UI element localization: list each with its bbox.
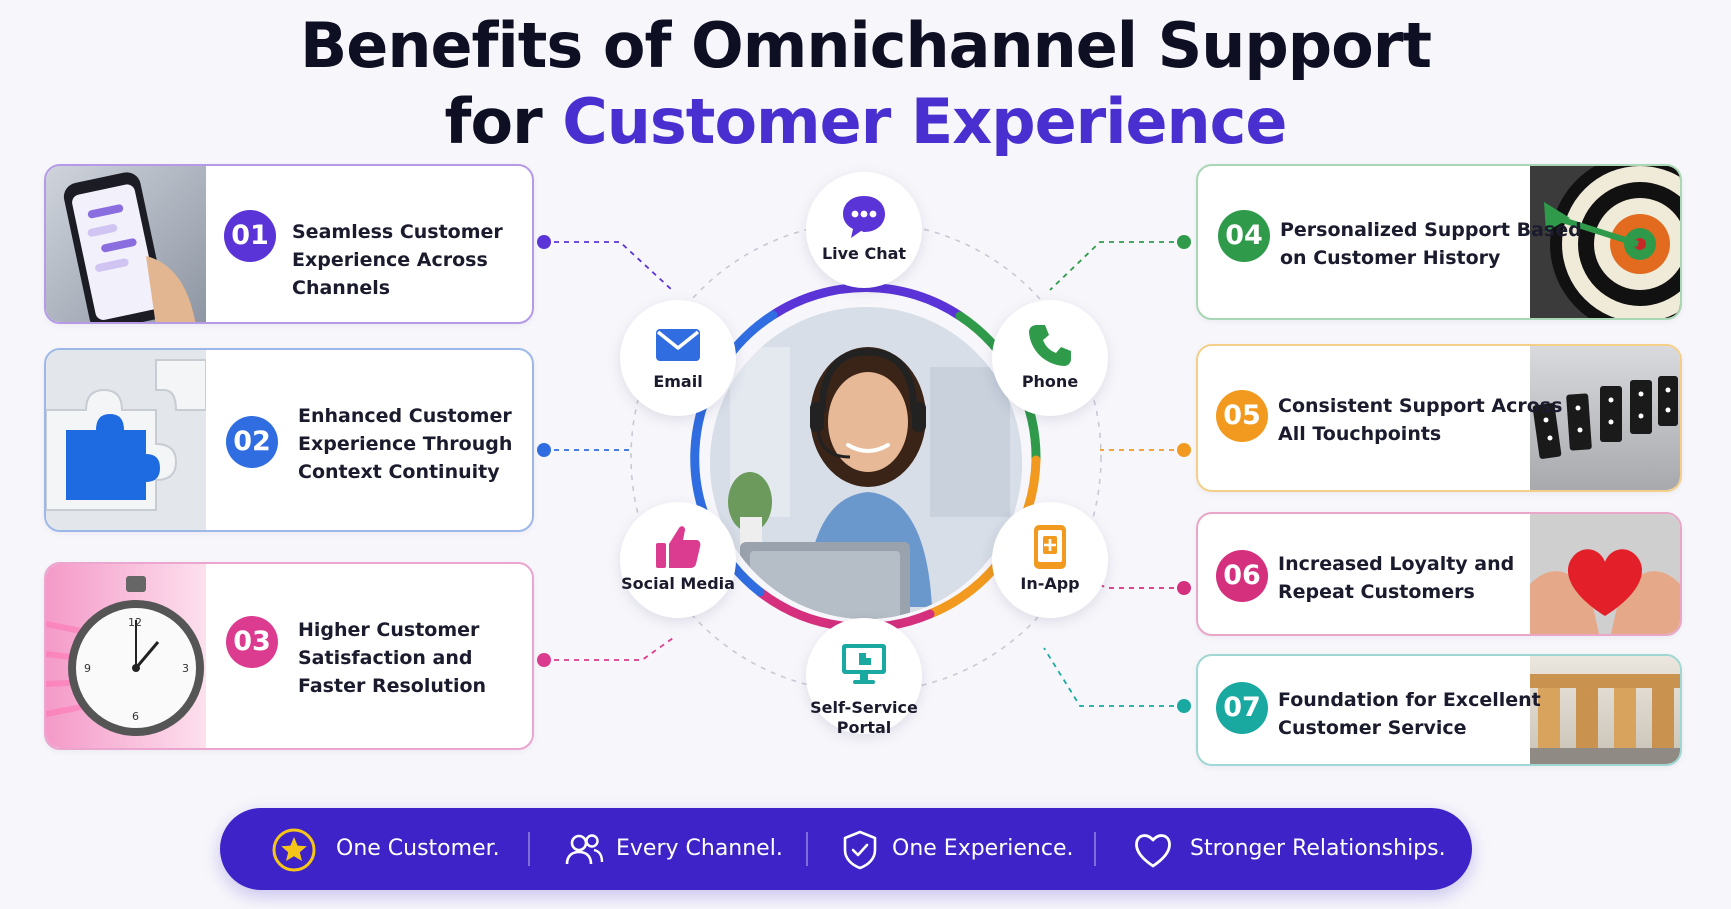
channel-self-service-portal: Self-Service Portal xyxy=(806,618,922,737)
benefit-text: Higher Customer Satisfaction and Faster … xyxy=(298,619,487,697)
mobile-app-icon xyxy=(1034,525,1066,569)
channel-label: In-App xyxy=(1020,574,1080,593)
benefit-card-04: 04 Personalized Support Based on Custome… xyxy=(1196,164,1682,320)
benefit-number-badge: 01 xyxy=(224,210,276,262)
puzzle-piece-photo xyxy=(46,350,206,530)
benefit-card-07: 07 Foundation for Excellent Customer Ser… xyxy=(1196,654,1682,766)
title-line-2: for Customer Experience xyxy=(0,84,1731,160)
benefit-card-05: 05 Consistent Support Across All Touchpo… xyxy=(1196,344,1682,492)
shield-check-icon xyxy=(843,830,877,870)
benefit-card-02: 02 Enhanced Customer Experience Through … xyxy=(44,348,534,532)
channel-label: Social Media xyxy=(621,574,735,593)
tagline-banner: One Customer. Every Channel. One Experie… xyxy=(220,808,1472,890)
benefit-text: Enhanced Customer Experience Through Con… xyxy=(298,405,513,483)
title-line-2-accent: Customer Experience xyxy=(562,85,1287,158)
banner-text: Every Channel. xyxy=(616,836,783,861)
monitor-icon xyxy=(842,644,886,684)
channel-social-media: Social Media xyxy=(620,502,736,618)
channel-label: Live Chat xyxy=(821,244,907,263)
benefit-text: Personalized Support Based on Customer H… xyxy=(1280,219,1582,269)
benefit-text: Seamless Customer Experience Across Chan… xyxy=(292,221,503,299)
connector-dot-01 xyxy=(537,235,551,249)
connector-07 xyxy=(1043,647,1184,707)
banner-item-one-experience: One Experience. xyxy=(840,808,1100,890)
connector-dot-02 xyxy=(537,443,551,457)
heart-icon xyxy=(1135,834,1171,868)
star-icon xyxy=(272,828,316,872)
banner-divider xyxy=(806,832,808,866)
page-title: Benefits of Omnichannel Support for Cust… xyxy=(0,8,1731,160)
dominoes-photo xyxy=(1530,346,1680,490)
benefit-text: Increased Loyalty and Repeat Customers xyxy=(1278,553,1515,603)
connector-01 xyxy=(544,241,673,291)
svg-text:9: 9 xyxy=(84,662,91,675)
svg-text:6: 6 xyxy=(132,710,139,723)
title-line-1: Benefits of Omnichannel Support xyxy=(300,9,1432,82)
heart-in-hands-photo xyxy=(1530,514,1680,634)
channel-label: Email xyxy=(653,372,703,391)
connector-dot-05 xyxy=(1177,443,1191,457)
smartphone-chat-photo xyxy=(46,166,206,322)
benefit-number-badge: 04 xyxy=(1218,210,1270,262)
banner-item-one-customer: One Customer. xyxy=(272,808,502,890)
dartboard-photo xyxy=(1530,166,1680,318)
stopwatch-photo: 12 3 6 9 xyxy=(46,564,206,748)
thumbs-up-icon xyxy=(656,526,701,568)
title-line-2-prefix: for xyxy=(444,85,563,158)
channel-label: Self-Service Portal xyxy=(810,698,918,737)
benefit-card-03: 12 3 6 9 03 Higher Customer Satisfaction… xyxy=(44,562,534,750)
connector-03 xyxy=(544,635,677,661)
connector-dot-06 xyxy=(1177,581,1191,595)
channel-label: Phone xyxy=(1021,372,1079,391)
benefit-text: Consistent Support Across All Touchpoint… xyxy=(1278,395,1563,445)
support-agent-headset-photo xyxy=(710,307,1022,619)
svg-text:3: 3 xyxy=(182,662,189,675)
channel-email: Email xyxy=(620,300,736,416)
benefit-card-01: 01 Seamless Customer Experience Across C… xyxy=(44,164,534,324)
benefit-card-06: 06 Increased Loyalty and Repeat Customer… xyxy=(1196,512,1682,636)
banner-text: One Customer. xyxy=(336,836,500,861)
benefit-number-badge: 05 xyxy=(1216,390,1268,442)
banner-divider xyxy=(1094,832,1096,866)
banner-divider xyxy=(528,832,530,866)
benefit-number-badge: 03 xyxy=(226,616,278,668)
banner-text: One Experience. xyxy=(892,836,1074,861)
benefit-number-badge: 06 xyxy=(1216,550,1268,602)
users-icon xyxy=(565,834,604,865)
banner-text: Stronger Relationships. xyxy=(1190,836,1446,861)
channel-phone: Phone xyxy=(992,300,1108,416)
banner-item-every-channel: Every Channel. xyxy=(564,808,804,890)
chat-bubble-icon xyxy=(843,196,885,238)
wooden-blocks-photo xyxy=(1530,656,1680,764)
channel-in-app: In-App xyxy=(992,502,1108,618)
connector-dot-03 xyxy=(537,653,551,667)
benefit-number-badge: 02 xyxy=(226,416,278,468)
envelope-icon xyxy=(656,329,700,361)
benefit-number-badge: 07 xyxy=(1216,682,1268,734)
benefit-text: Foundation for Excellent Customer Servic… xyxy=(1278,689,1541,739)
connector-04 xyxy=(1049,241,1184,291)
channel-live-chat: Live Chat xyxy=(806,172,922,288)
outer-dashed-ring xyxy=(630,221,1102,693)
connector-dot-07 xyxy=(1177,699,1191,713)
connector-dot-04 xyxy=(1177,235,1191,249)
svg-text:12: 12 xyxy=(128,616,142,629)
phone-icon xyxy=(1029,325,1071,366)
banner-item-stronger-relationships: Stronger Relationships. xyxy=(1132,808,1452,890)
